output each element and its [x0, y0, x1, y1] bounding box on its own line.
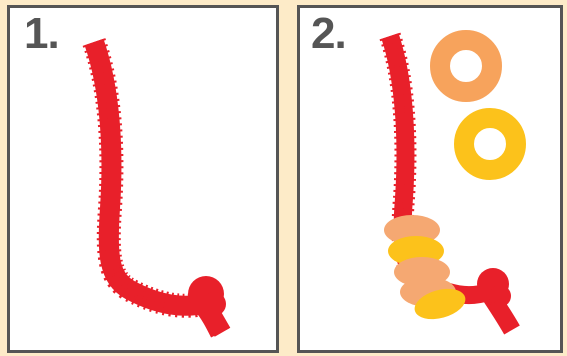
- red-rope-icon: [10, 8, 276, 350]
- yellow-ring-icon: [464, 118, 516, 170]
- threaded-rope-icon: [300, 8, 560, 350]
- step-panel-1: 1.: [7, 5, 279, 353]
- orange-ring-icon: [440, 40, 492, 92]
- step-panel-2: 2.: [297, 5, 563, 353]
- bead-stack: [384, 215, 469, 324]
